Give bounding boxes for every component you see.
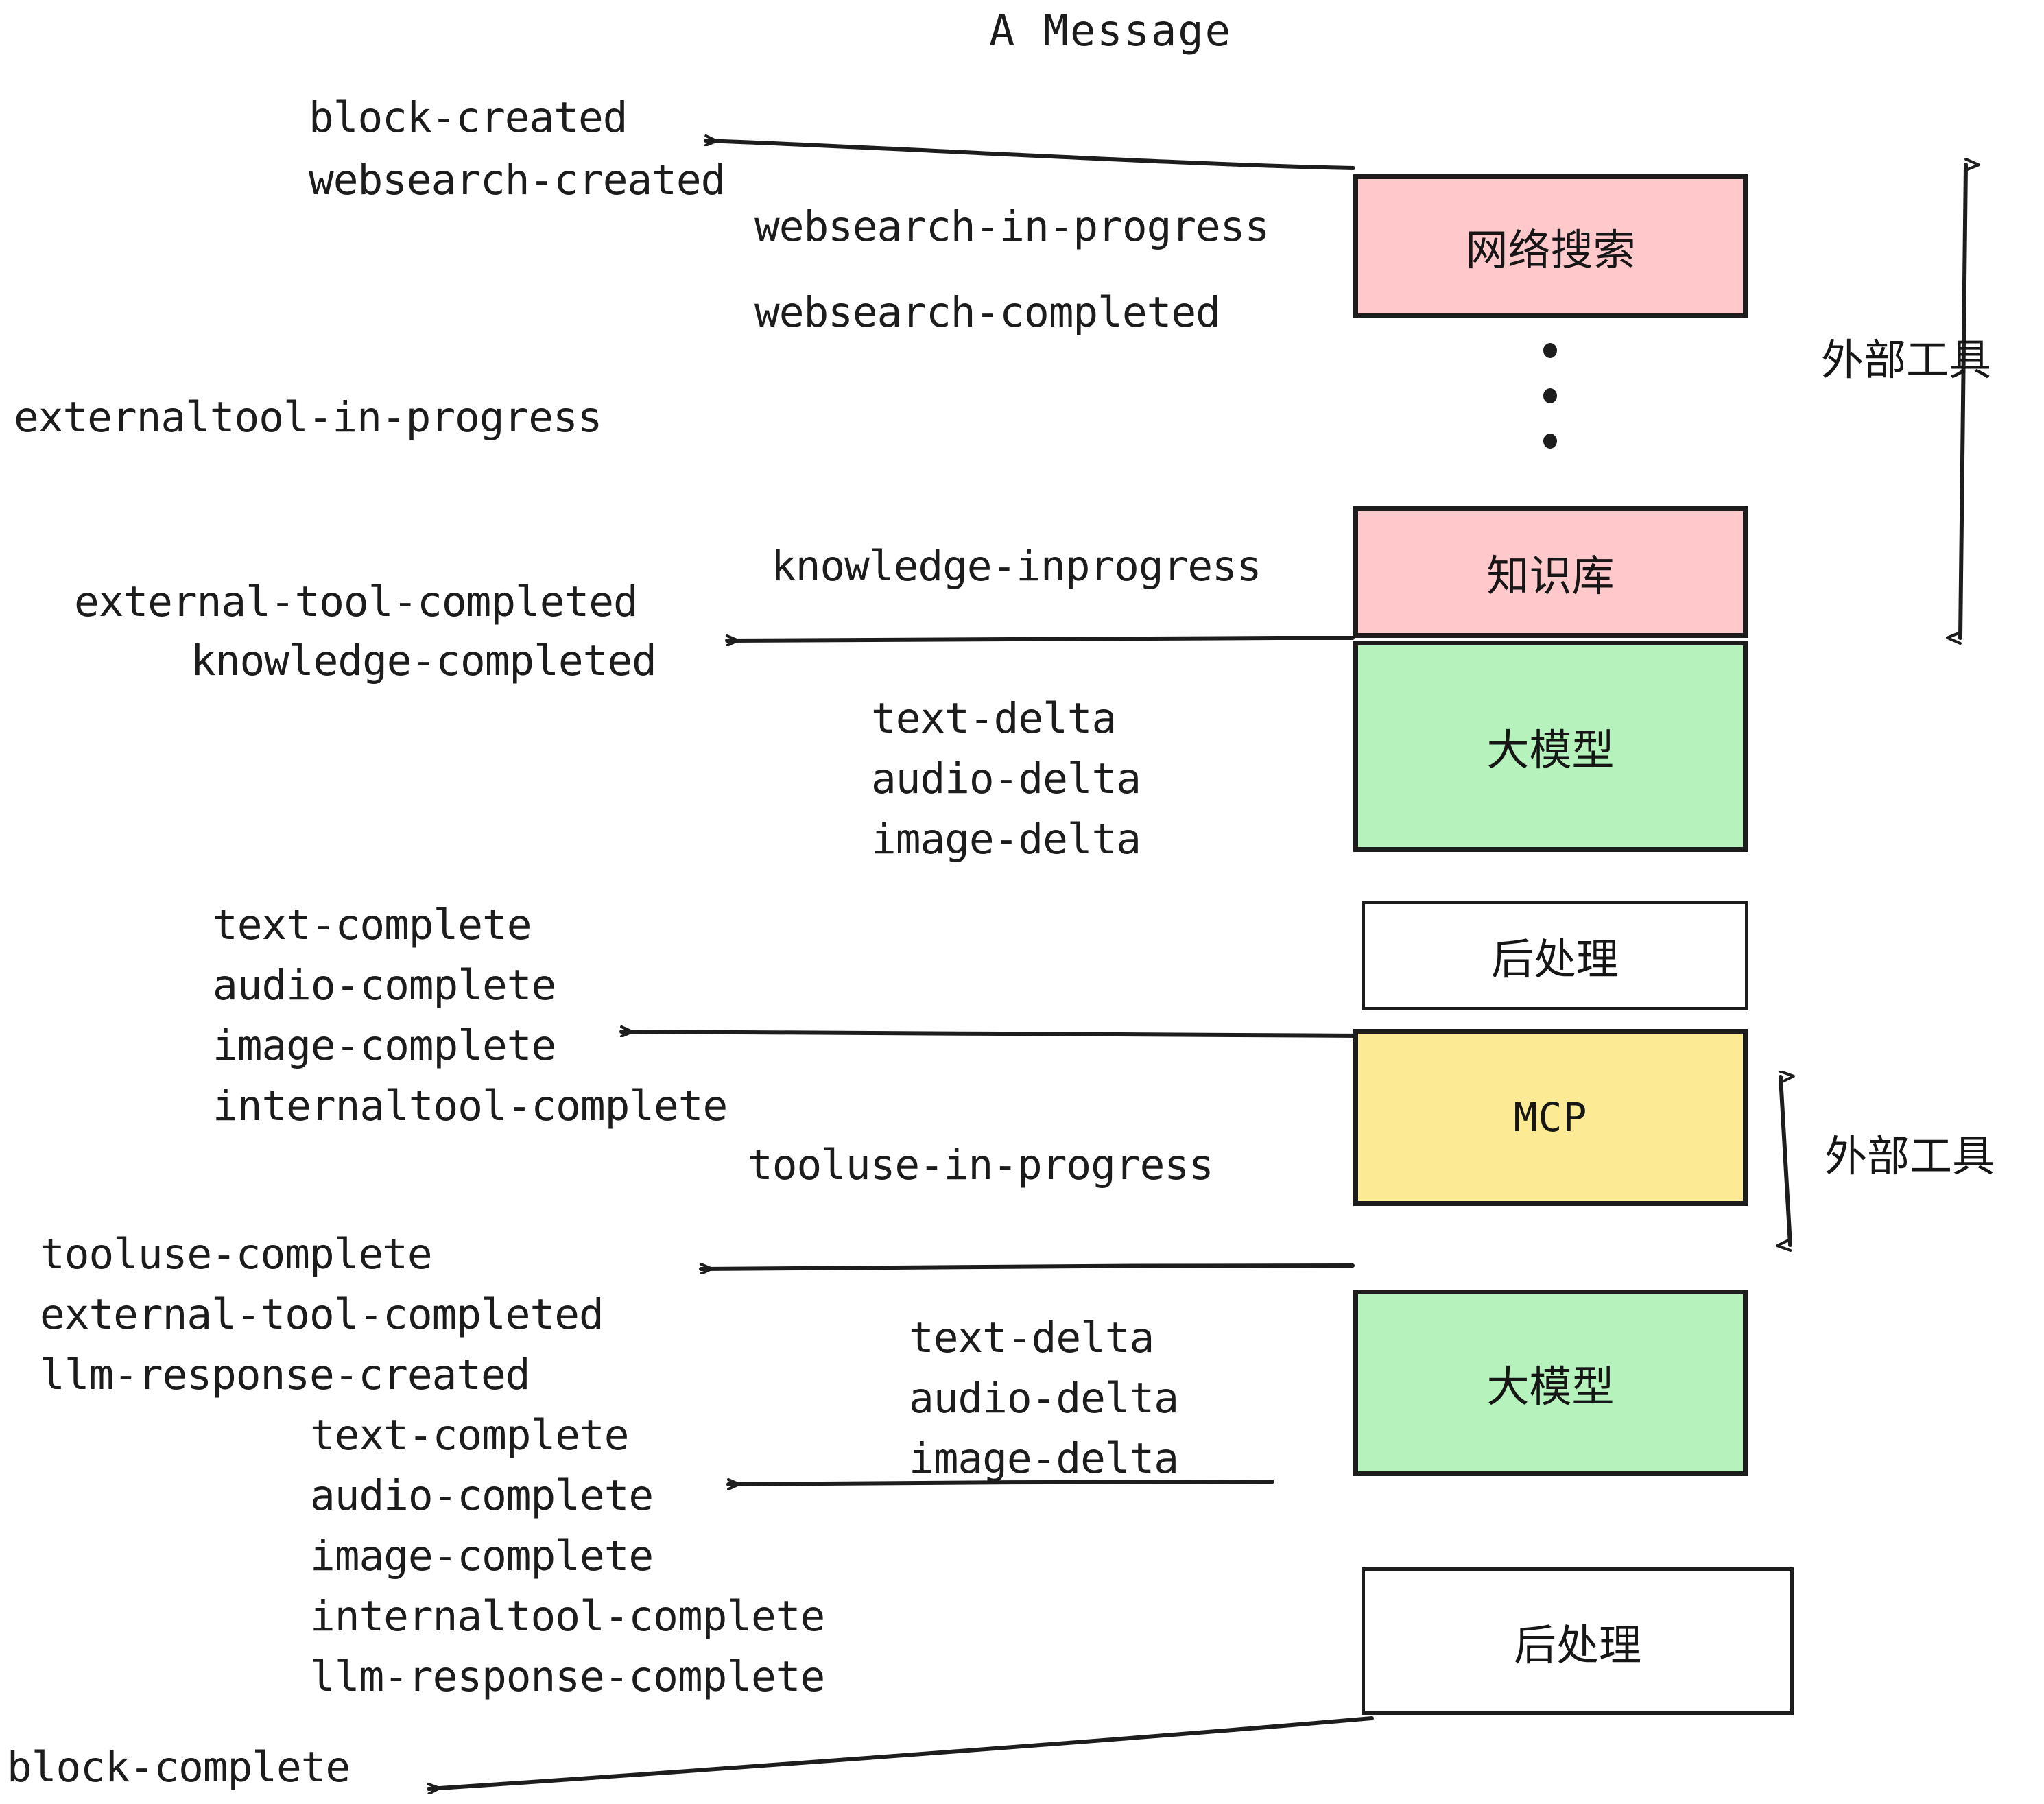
event-image-complete-2: image-complete [310,1532,654,1580]
event-websearch-completed: websearch-completed [754,288,1221,337]
external-tools-lower-label: 外部工具 [1825,1131,1995,1181]
event-knowledge-completed: knowledge-completed [191,637,657,685]
arrow-knowledge-to-completed [725,638,1355,641]
box-knowledge-label: 知识库 [1486,551,1615,601]
arrow-websearch-to-created [704,141,1355,170]
diagram-title: A Message [989,5,1232,56]
event-llm-response-created: llm-response-created [40,1351,531,1399]
event-external-tool-completed-2: external-tool-completed [40,1290,604,1339]
arrow-external-tools-upper [1960,165,1966,638]
arrow-mcp-to-tooluse-complete [699,1266,1355,1269]
arrow-external-tools-lower [1781,1077,1790,1245]
box-llm-lower[interactable]: 大模型 [1353,1290,1748,1476]
event-image-delta-1: image-delta [871,815,1141,864]
box-postprocess-upper-label: 后处理 [1490,934,1619,984]
event-audio-complete-1: audio-complete [213,961,556,1010]
event-image-delta-2: image-delta [909,1434,1179,1483]
box-postprocess-lower[interactable]: 后处理 [1362,1567,1794,1715]
event-text-complete-1: text-complete [213,901,532,949]
event-websearch-in-progress: websearch-in-progress [754,202,1270,251]
box-knowledge[interactable]: 知识库 [1353,506,1748,638]
box-llm-upper[interactable]: 大模型 [1353,641,1748,852]
box-llm-upper-label: 大模型 [1486,725,1615,775]
event-text-complete-2: text-complete [310,1411,629,1460]
event-block-complete: block-complete [7,1743,350,1792]
event-external-tool-completed-1: external-tool-completed [74,578,639,626]
event-knowledge-inprogress: knowledge-inprogress [771,542,1262,591]
box-mcp[interactable]: MCP [1353,1029,1748,1206]
box-llm-lower-label: 大模型 [1486,1362,1615,1412]
event-websearch-created: websearch-created [309,156,726,204]
event-internaltool-complete-1: internaltool-complete [213,1082,728,1130]
event-tooluse-complete: tooluse-complete [40,1230,433,1279]
event-audio-delta-2: audio-delta [909,1374,1179,1423]
event-audio-delta-1: audio-delta [871,755,1141,803]
event-image-complete-1: image-complete [213,1021,556,1070]
box-postprocess-upper[interactable]: 后处理 [1362,901,1748,1010]
vertical-ellipsis-icon [1543,343,1557,479]
external-tools-upper-label: 外部工具 [1821,335,1992,385]
arrow-postprocess-to-image-complete [619,1032,1364,1038]
event-internaltool-complete-2: internaltool-complete [310,1592,825,1641]
box-websearch-label: 网络搜索 [1465,225,1636,275]
box-websearch[interactable]: 网络搜索 [1353,174,1748,318]
event-block-created: block-created [309,93,628,142]
event-tooluse-in-progress: tooluse-in-progress [748,1141,1214,1189]
event-text-delta-2: text-delta [909,1314,1154,1362]
event-audio-complete-2: audio-complete [310,1471,654,1520]
event-externaltool-in-progress: externaltool-in-progress [14,393,602,442]
arrow-postprocess-to-block-complete [427,1716,1374,1789]
event-llm-response-complete: llm-response-complete [310,1652,825,1701]
box-mcp-label: MCP [1513,1094,1588,1141]
box-postprocess-lower-label: 后处理 [1513,1619,1641,1670]
event-text-delta-1: text-delta [871,694,1117,743]
